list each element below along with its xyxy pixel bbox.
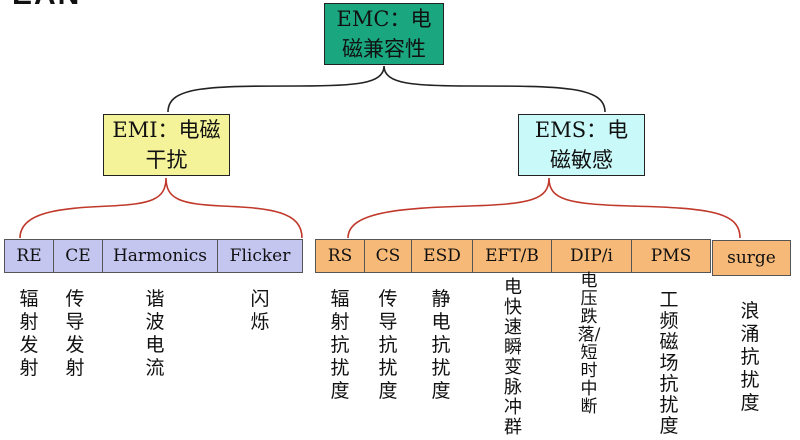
emi-desc-flicker: 闪烁 (250, 288, 270, 333)
emi-desc-re: 辐射发射 (19, 288, 39, 379)
ems-cell-rs: RS (315, 239, 365, 273)
emi-desc-harmonics: 谐波电流 (145, 288, 165, 379)
ems-cell-eftb: EFT/B (472, 239, 552, 273)
ems-desc-eftb: 电快速瞬变脉冲群 (504, 277, 522, 438)
emi-line2: 干扰 (145, 148, 188, 172)
ems-node: EMS：电 磁敏感 (518, 114, 645, 176)
ems-line2: 磁敏感 (550, 148, 613, 172)
ems-desc-esd: 静电抗扰度 (431, 288, 451, 402)
ems-brace (347, 177, 741, 239)
emc-line2: 磁兼容性 (342, 37, 426, 61)
ems-cell-esd: ESD (411, 239, 473, 273)
top-brace (167, 65, 606, 113)
ems-cell-dipi: DIP/i (551, 239, 632, 273)
ems-line1: EMS：电 (534, 118, 629, 142)
ems-desc-dipi: 电压跌落/短时中断 (577, 271, 601, 417)
ems-desc-cs: 传导抗扰度 (378, 288, 398, 402)
ems-desc-pms: 工频磁场抗扰度 (659, 289, 679, 437)
emi-cell-harmonics: Harmonics (102, 239, 218, 273)
emi-line1: EMI：电磁 (112, 118, 221, 142)
ems-desc-surge: 浪涌抗扰度 (740, 300, 760, 414)
ems-cell-surge: surge (712, 240, 791, 276)
emc-line1: EMC：电 (336, 7, 432, 31)
emi-brace (19, 177, 303, 239)
emi-cell-re: RE (4, 239, 54, 273)
emi-cell-flicker: Flicker (217, 239, 303, 273)
emi-node: EMI：电磁 干扰 (103, 114, 230, 176)
ems-desc-rs: 辐射抗扰度 (330, 288, 350, 402)
ems-cell-cs: CS (364, 239, 412, 273)
emc-root-node: EMC：电 磁兼容性 (324, 3, 444, 65)
ems-cell-pms: PMS (631, 239, 711, 273)
corner-label: EAN (12, 0, 81, 12)
emi-cell-ce: CE (53, 239, 103, 273)
emi-desc-ce: 传导发射 (65, 288, 85, 379)
